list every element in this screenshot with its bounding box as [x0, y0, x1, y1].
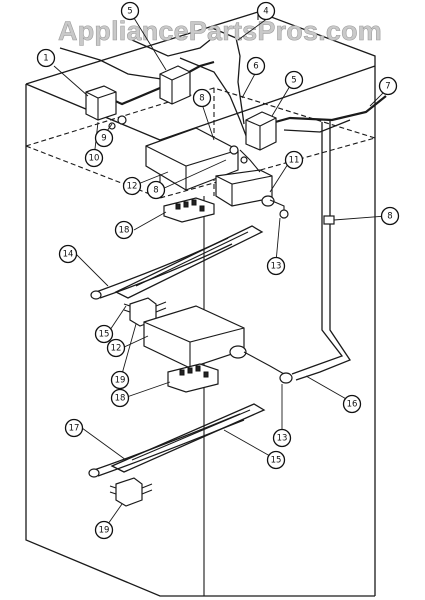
callout-c17: 15	[94, 324, 114, 344]
callout-c20: 18	[110, 388, 130, 408]
callout-circle	[94, 128, 114, 148]
callout-c25: 19	[94, 520, 114, 540]
callout-circle	[342, 394, 362, 414]
callout-circle	[272, 428, 292, 448]
callout-circle	[380, 206, 400, 226]
callout-label: 5	[127, 7, 132, 17]
callout-c7: 8	[192, 88, 212, 108]
callout-c4: 5	[284, 70, 304, 90]
callout-label: 9	[101, 134, 106, 144]
callout-c10: 12	[122, 176, 142, 196]
callout-c11: 8	[146, 180, 166, 200]
callout-c23: 17	[64, 418, 84, 438]
callout-circle	[110, 388, 130, 408]
callout-c1: 1	[36, 48, 56, 68]
upper-burner-assembly	[90, 197, 264, 327]
callout-circle	[114, 220, 134, 240]
callout-c13: 8	[380, 206, 400, 226]
callout-label: 12	[127, 182, 138, 192]
callout-circle	[110, 370, 130, 390]
callout-circle	[120, 1, 140, 21]
top-gas-assembly	[59, 27, 387, 381]
callout-circle	[266, 256, 286, 276]
callout-label: 19	[115, 376, 126, 386]
callout-c5: 6	[246, 56, 266, 76]
callout-label: 7	[385, 82, 390, 92]
callout-circle	[284, 70, 304, 90]
callout-label: 13	[271, 262, 282, 272]
callout-c22: 16	[342, 394, 362, 414]
callout-label: 18	[119, 226, 130, 236]
callout-circle	[94, 324, 114, 344]
callout-label: 6	[253, 62, 258, 72]
callout-c6: 7	[378, 76, 398, 96]
callout-label: 19	[99, 526, 110, 536]
callout-c14: 18	[114, 220, 134, 240]
callout-label: 15	[271, 456, 282, 466]
callout-circle	[36, 48, 56, 68]
callout-circle	[192, 88, 212, 108]
callout-c8: 9	[94, 128, 114, 148]
callout-c19: 12	[106, 338, 126, 358]
callout-circle	[106, 338, 126, 358]
callout-circle	[146, 180, 166, 200]
callout-circle	[94, 520, 114, 540]
callout-circle	[122, 176, 142, 196]
callout-c9: 10	[84, 148, 104, 168]
callout-label: 8	[153, 186, 158, 196]
callout-circle	[84, 148, 104, 168]
callout-c2: 5	[120, 1, 140, 21]
callout-label: 8	[387, 212, 392, 222]
callout-circle	[246, 56, 266, 76]
watermark-text: AppliancePartsPros.com	[58, 16, 382, 46]
callout-label: 10	[89, 154, 100, 164]
callout-label: 14	[63, 250, 74, 260]
cabinet-outline	[25, 11, 376, 597]
callout-circle	[284, 150, 304, 170]
callout-label: 17	[69, 424, 80, 434]
callout-label: 12	[111, 344, 122, 354]
callout-label: 4	[263, 7, 268, 17]
callout-label: 5	[291, 76, 296, 86]
callout-label: 15	[99, 330, 110, 340]
callout-circle	[58, 244, 78, 264]
callout-label: 1	[43, 54, 48, 64]
callout-c16: 14	[58, 244, 78, 264]
callout-label: 18	[115, 394, 126, 404]
lower-burner-assembly	[88, 305, 293, 507]
callout-c15: 13	[266, 256, 286, 276]
callout-c21: 13	[272, 428, 292, 448]
callout-c24: 15	[266, 450, 286, 470]
callout-label: 11	[289, 156, 300, 166]
callout-c18: 19	[110, 370, 130, 390]
callout-c12: 11	[284, 150, 304, 170]
callout-circle	[64, 418, 84, 438]
callout-label: 8	[199, 94, 204, 104]
callout-circle	[256, 1, 276, 21]
callout-circle	[266, 450, 286, 470]
callout-label: 16	[347, 400, 358, 410]
callout-c3: 4	[256, 1, 276, 21]
callout-label: 13	[277, 434, 288, 444]
callout-circle	[378, 76, 398, 96]
